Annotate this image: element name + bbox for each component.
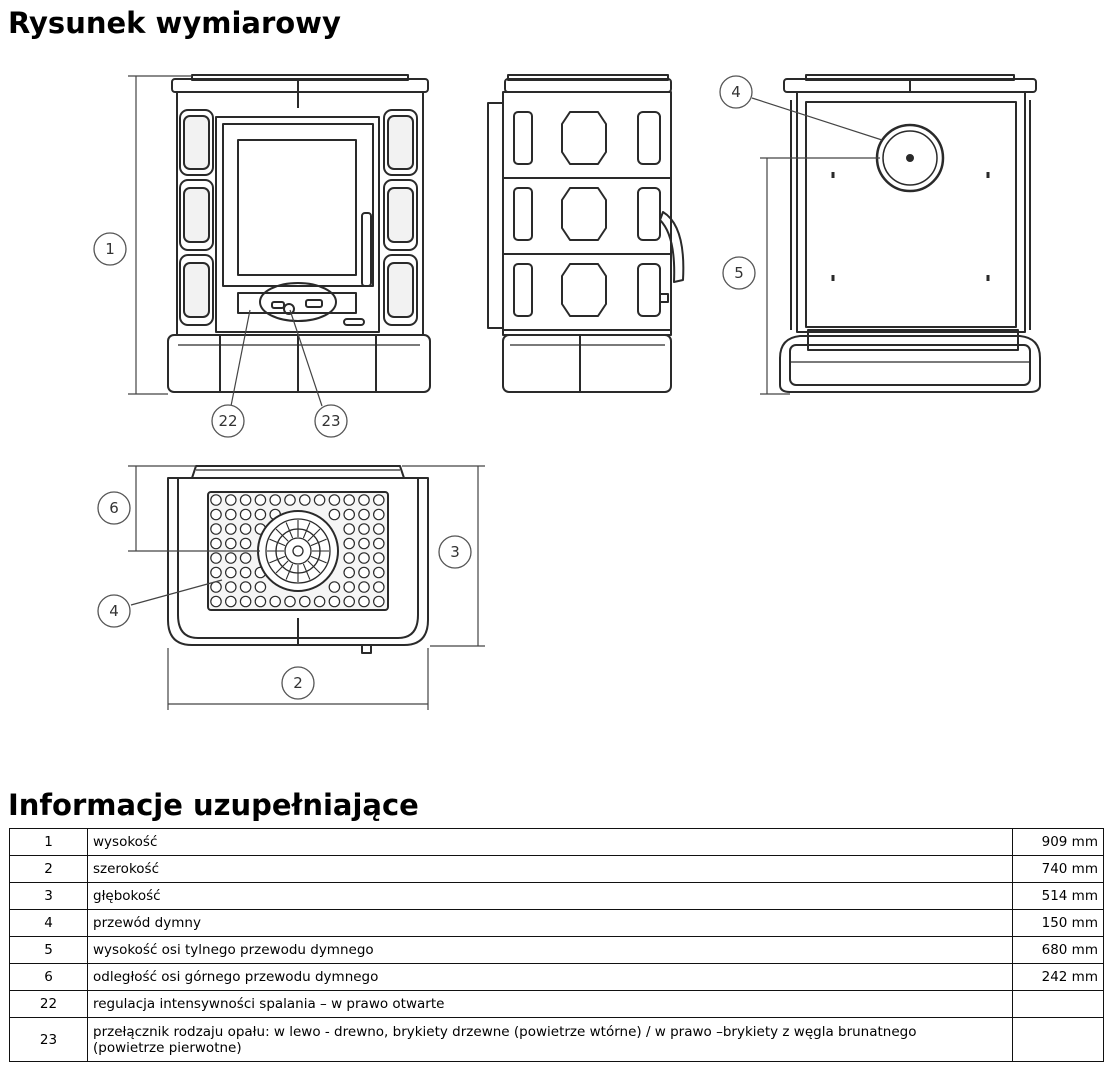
side-view xyxy=(487,74,685,393)
svg-text:23: 23 xyxy=(321,412,340,430)
row-description: szerokość xyxy=(87,855,1013,883)
table-row: 22 regulacja intensywności spalania – w … xyxy=(9,990,1104,1018)
callout-4-top: 4 xyxy=(97,594,131,628)
top-view xyxy=(167,465,429,654)
callout-22: 22 xyxy=(211,404,245,438)
row-description: wysokość xyxy=(87,828,1013,856)
svg-text:3: 3 xyxy=(450,543,460,561)
callout-4-back: 4 xyxy=(719,75,753,109)
callout-3: 3 xyxy=(438,535,472,569)
table-row: 5 wysokość osi tylnego przewodu dymnego … xyxy=(9,936,1104,964)
back-view xyxy=(779,74,1041,393)
row-value xyxy=(1012,990,1104,1018)
row-value xyxy=(1012,1017,1104,1062)
table-row: 6 odległość osi górnego przewodu dymnego… xyxy=(9,963,1104,991)
dimension-lines xyxy=(128,75,883,710)
row-number: 23 xyxy=(9,1017,88,1062)
row-number: 22 xyxy=(9,990,88,1018)
callout-6: 6 xyxy=(97,491,131,525)
row-description: głębokość xyxy=(87,882,1013,910)
front-view xyxy=(167,74,431,393)
row-description: regulacja intensywności spalania – w pra… xyxy=(87,990,1013,1018)
callout-2: 2 xyxy=(281,666,315,700)
svg-text:4: 4 xyxy=(731,83,741,101)
row-value: 680 mm xyxy=(1012,936,1104,964)
svg-text:2: 2 xyxy=(293,674,303,692)
table-row: 1 wysokość 909 mm xyxy=(9,828,1104,856)
row-value: 514 mm xyxy=(1012,882,1104,910)
svg-text:1: 1 xyxy=(105,240,115,258)
svg-text:6: 6 xyxy=(109,499,119,517)
row-description: odległość osi górnego przewodu dymnego xyxy=(87,963,1013,991)
row-number: 2 xyxy=(9,855,88,883)
callout-23: 23 xyxy=(314,404,348,438)
row-number: 6 xyxy=(9,963,88,991)
row-value: 150 mm xyxy=(1012,909,1104,937)
callout-5: 5 xyxy=(722,256,756,290)
svg-text:4: 4 xyxy=(109,602,119,620)
row-description: przełącznik rodzaju opału: w lewo - drew… xyxy=(87,1017,1013,1062)
row-number: 3 xyxy=(9,882,88,910)
row-number: 5 xyxy=(9,936,88,964)
row-description-line1: przełącznik rodzaju opału: w lewo - drew… xyxy=(93,1023,917,1040)
table-row: 4 przewód dymny 150 mm xyxy=(9,909,1104,937)
svg-text:22: 22 xyxy=(218,412,237,430)
row-value: 740 mm xyxy=(1012,855,1104,883)
svg-text:5: 5 xyxy=(734,264,744,282)
callout-1: 1 xyxy=(93,232,127,266)
row-number: 1 xyxy=(9,828,88,856)
table-row: 2 szerokość 740 mm xyxy=(9,855,1104,883)
row-value: 242 mm xyxy=(1012,963,1104,991)
drawing-heading: Rysunek wymiarowy xyxy=(8,6,341,40)
table-row: 23 przełącznik rodzaju opału: w lewo - d… xyxy=(9,1017,1104,1062)
table-row: 3 głębokość 514 mm xyxy=(9,882,1104,910)
row-description: wysokość osi tylnego przewodu dymnego xyxy=(87,936,1013,964)
row-number: 4 xyxy=(9,909,88,937)
dimension-drawing: 1 22 23 4 5 6 4 3 xyxy=(93,74,1041,710)
info-heading: Informacje uzupełniające xyxy=(8,788,419,822)
row-value: 909 mm xyxy=(1012,828,1104,856)
row-description: przewód dymny xyxy=(87,909,1013,937)
row-description-line2: (powietrze pierwotne) xyxy=(93,1039,242,1056)
spec-table: 1 wysokość 909 mm 2 szerokość 740 mm 3 g… xyxy=(9,828,1104,1062)
